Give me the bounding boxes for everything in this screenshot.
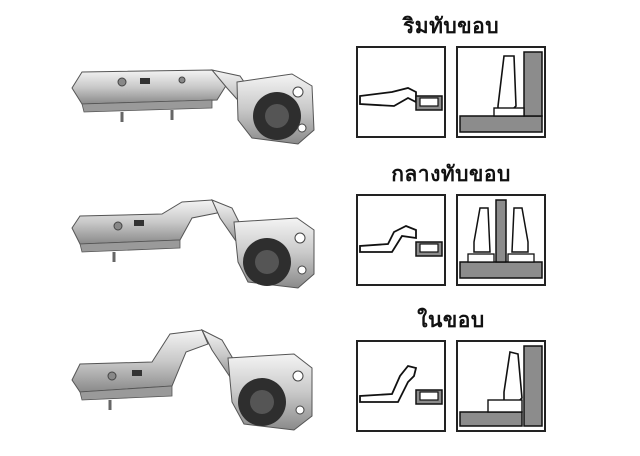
hinge-half-overlay-image (71, 199, 315, 289)
door-position-diagram (456, 46, 546, 138)
hinge-type-label: กลางทับขอบ (391, 162, 511, 186)
hinge-type-label: ริมทับขอบ (402, 14, 500, 38)
door-position-diagram (456, 340, 546, 432)
arm-profile-diagram (356, 340, 446, 432)
hinge-row-half-overlay: กลางทับขอบ (0, 160, 640, 300)
hinge-row-full-overlay: ริมทับขอบ (0, 12, 640, 152)
arm-profile-diagram (356, 46, 446, 138)
door-position-diagram (456, 194, 546, 286)
hinge-inset-image (71, 328, 313, 431)
arm-profile-diagram (356, 194, 446, 286)
hinge-type-label: ในขอบ (417, 308, 485, 332)
hinge-full-overlay-image (71, 69, 315, 145)
hinge-row-inset: ในขอบ (0, 306, 640, 446)
